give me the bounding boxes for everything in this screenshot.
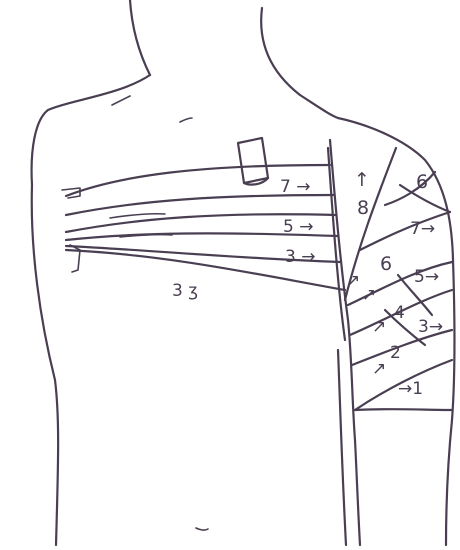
chest-strip-label-5: 5 → [283,217,313,237]
tape-roll-body [238,138,268,183]
arm-label-4: 4 [394,303,405,323]
torso-marks: 3 ʒ [172,281,198,301]
right-arm-outer-line [446,420,452,545]
arm-arrow-1: ↗ [362,285,376,305]
arm-label-7: 7→ [410,219,435,239]
arm-label-3: 3→ [418,317,443,337]
arm-label-2: 2 [390,343,401,363]
left-shoulder-line [32,75,150,185]
chest-strip-label-3: 3 → [285,247,315,267]
arm-bottom-line [355,409,452,410]
arm-arrow-4: ↗ [346,271,360,291]
arm-diagonal-3 [360,212,450,250]
chest-labels: 7 → 5 → 3 → [280,177,315,267]
arm-label-6: 6 [380,253,392,275]
right-clavicle-mark [180,118,192,122]
navel-mark [196,528,208,530]
neck-left-line [130,0,150,75]
neck-right-line [261,8,338,118]
arm-label-1: →1 [398,379,423,399]
left-clavicle-mark [112,96,130,105]
arm-vertical-strip-left [328,148,345,340]
right-arm-inner-line [330,140,360,545]
arm-labels: ↑ 8 6 7→ 6 5→ 4 3→ 2 →1 ↗ ↗ ↗ ↗ [346,169,443,399]
arm-arrow-2: ↗ [372,317,386,337]
chest-strip-line-2 [66,195,333,215]
arm-vertical-arrow: ↑ [354,169,370,191]
arm-label-6-top: 6 [416,171,428,193]
left-torso-line [32,185,58,545]
arm-vertical-number: 8 [357,197,369,219]
right-torso-inner-line [338,350,346,545]
chest-strip-label-7: 7 → [280,177,310,197]
arm-label-5: 5→ [414,267,439,287]
tape-roll-icon [238,138,268,185]
arm-arrow-3: ↗ [372,359,386,379]
